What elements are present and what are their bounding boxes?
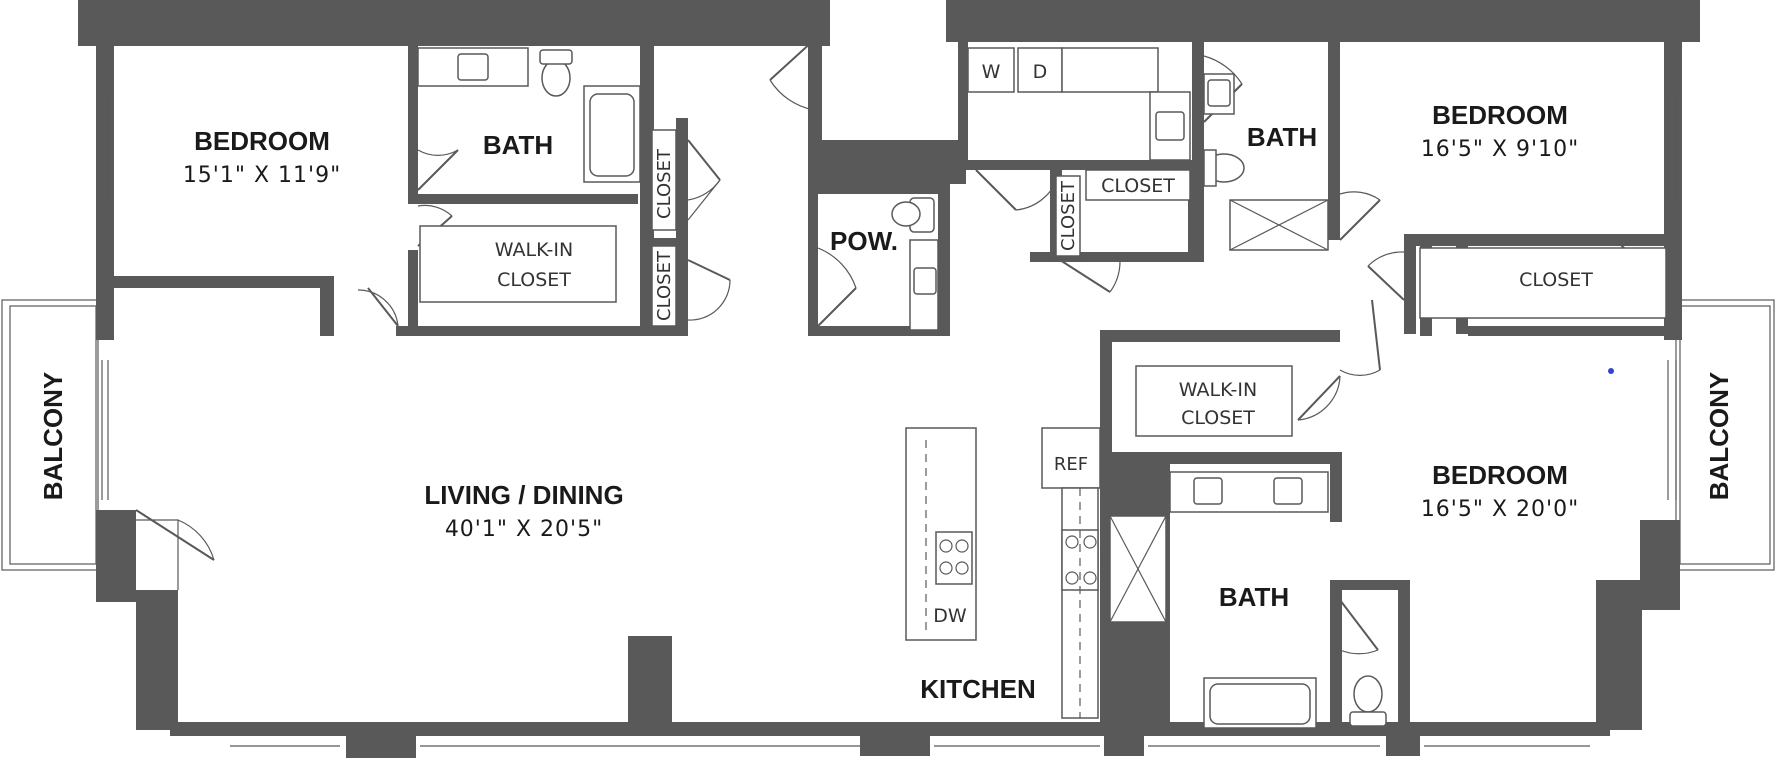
dryer-label: D <box>1033 61 1048 83</box>
balcony-left-label: BALCONY <box>38 372 68 501</box>
closet-b-label: CLOSET <box>654 250 675 321</box>
balcony-right-label: BALCONY <box>1704 372 1734 501</box>
bedroom-3-title: BEDROOM <box>1432 460 1568 490</box>
exterior-walls <box>78 0 1700 758</box>
room-labels: BEDROOM 15'1" X 11'9" BATH WALK-IN CLOSE… <box>38 61 1734 704</box>
bath-1-label: BATH <box>483 130 553 160</box>
bedroom-2-dims: 16'5" X 9'10" <box>1421 137 1579 162</box>
closet-a-label: CLOSET <box>654 148 675 219</box>
walkin-closet-2-line1: WALK-IN <box>1179 379 1257 401</box>
bedroom-1-dims: 15'1" X 11'9" <box>183 163 341 188</box>
walkin-closet-2-line2: CLOSET <box>1181 407 1255 429</box>
closet-e-label: CLOSET <box>1519 269 1593 291</box>
closet-d-label: CLOSET <box>1101 175 1175 197</box>
kitchen-label: KITCHEN <box>920 674 1036 704</box>
walkin-closet-1-line2: CLOSET <box>497 269 571 291</box>
living-dining-dims: 40'1" X 20'5" <box>445 517 603 542</box>
bath-3-label: BATH <box>1219 582 1289 612</box>
powder-label: POW. <box>830 226 898 256</box>
bedroom-3-dims: 16'5" X 20'0" <box>1421 497 1579 522</box>
doors <box>135 39 1651 655</box>
balcony-left <box>1 299 99 571</box>
bedroom-1-title: BEDROOM <box>194 126 330 156</box>
fixtures <box>417 47 1667 729</box>
closet-c-label: CLOSET <box>1058 180 1079 251</box>
bedroom-2-title: BEDROOM <box>1432 100 1568 130</box>
bath-2-label: BATH <box>1247 122 1317 152</box>
refrigerator-label: REF <box>1054 454 1088 475</box>
washer-label: W <box>982 61 1001 83</box>
dishwasher-label: DW <box>933 605 967 627</box>
marker-dot <box>1608 368 1614 374</box>
walkin-closet-1-line1: WALK-IN <box>495 239 573 261</box>
living-dining-title: LIVING / DINING <box>424 480 623 510</box>
